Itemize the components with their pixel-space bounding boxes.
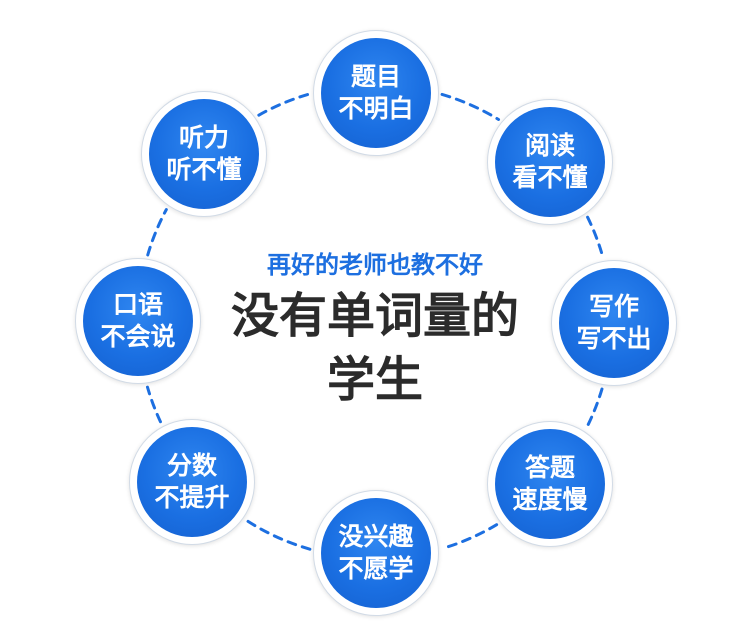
dashed-connector-arc (440, 523, 499, 551)
node-disc: 没兴趣 不愿学 (321, 498, 431, 608)
dashed-connector-arc (440, 92, 501, 121)
center-message: 再好的老师也教不好 没有单词量的 学生 (190, 248, 560, 410)
node-line-1: 口语 (112, 290, 163, 319)
node-disc: 分数 不提升 (137, 427, 247, 537)
node-disc: 阅读 看不懂 (495, 107, 605, 217)
dashed-connector-arc (246, 519, 312, 551)
center-title-line-1: 没有单词量的 (230, 288, 519, 344)
node-disc: 口语 不会说 (83, 266, 193, 376)
center-subtitle: 再好的老师也教不好 (267, 251, 483, 279)
node-line-1: 写作 (588, 292, 639, 321)
node-speaking: 口语 不会说 (75, 258, 201, 384)
node-disc: 题目 不明白 (321, 38, 431, 148)
node-line-2: 不提升 (154, 483, 230, 512)
node-line-1: 题目 (350, 62, 401, 91)
dashed-connector-arc (145, 385, 162, 424)
node-line-2: 不会说 (100, 322, 176, 351)
node-line-1: 听力 (178, 123, 229, 152)
node-line-1: 没兴趣 (338, 522, 414, 551)
dashed-connector-arc (146, 208, 168, 257)
node-listening: 听力 听不懂 (141, 91, 267, 217)
node-writing: 写作 写不出 (551, 260, 677, 386)
node-line-2: 写不出 (576, 324, 652, 353)
node-disc: 听力 听不懂 (149, 99, 259, 209)
node-line-2: 不愿学 (338, 554, 414, 583)
node-line-2: 看不懂 (512, 163, 588, 192)
node-topic-unclear: 题目 不明白 (313, 30, 439, 156)
dashed-connector-arc (257, 92, 312, 117)
node-disc: 写作 写不出 (559, 268, 669, 378)
dashed-connector-arc (586, 215, 605, 259)
node-line-1: 阅读 (524, 131, 575, 160)
node-disc: 答题 速度慢 (495, 429, 605, 539)
node-line-1: 分数 (166, 451, 217, 480)
node-line-2: 听不懂 (166, 155, 242, 184)
node-line-1: 答题 (524, 453, 575, 482)
node-line-2: 速度慢 (512, 485, 588, 514)
center-title-line-2: 学生 (326, 352, 423, 408)
node-reading: 阅读 看不懂 (487, 99, 613, 225)
dashed-connector-arc (585, 387, 604, 430)
node-score: 分数 不提升 (129, 419, 255, 545)
node-line-2: 不明白 (338, 94, 414, 123)
node-answer-speed: 答题 速度慢 (487, 421, 613, 547)
node-no-interest: 没兴趣 不愿学 (313, 490, 439, 616)
